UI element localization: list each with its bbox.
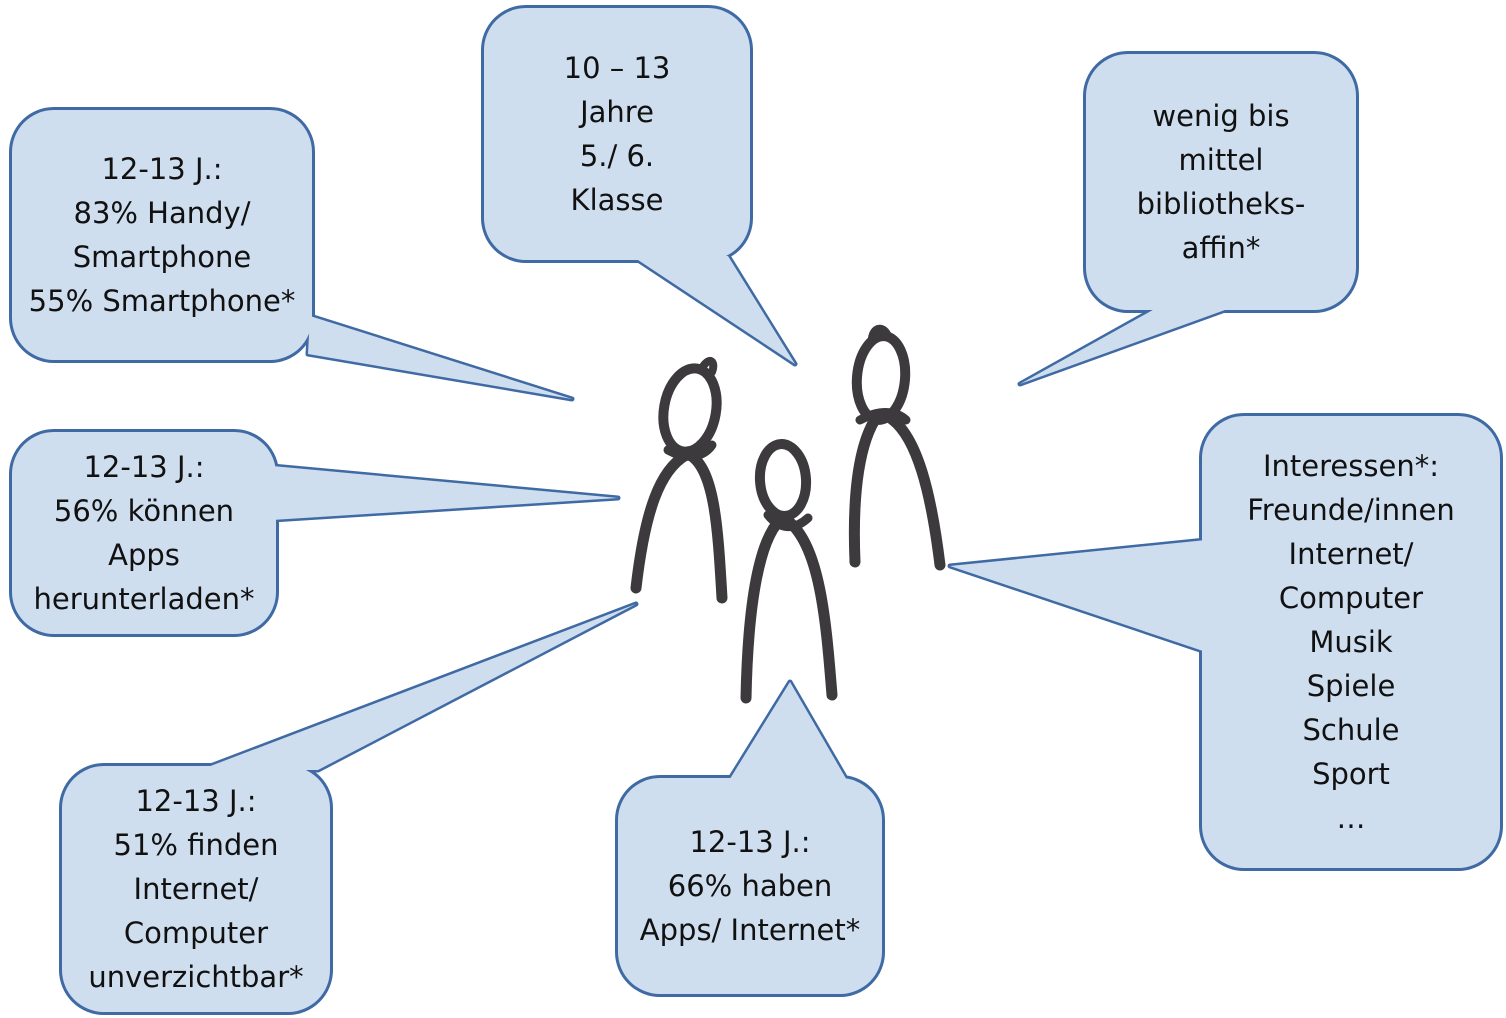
speech-bubble-library-affinity [1017, 51, 1359, 387]
speech-bubble-apps-download [9, 429, 621, 637]
speech-bubble-internet-indispensable [59, 601, 639, 1015]
person-figure-right [848, 324, 946, 571]
speech-bubble-smartphone [9, 107, 575, 402]
person-figure-left [630, 357, 728, 604]
speech-bubble-age-class [481, 5, 798, 367]
person-figure-middle [740, 439, 838, 704]
speech-bubble-apps-internet [615, 679, 885, 997]
speech-bubble-interests [947, 413, 1503, 871]
